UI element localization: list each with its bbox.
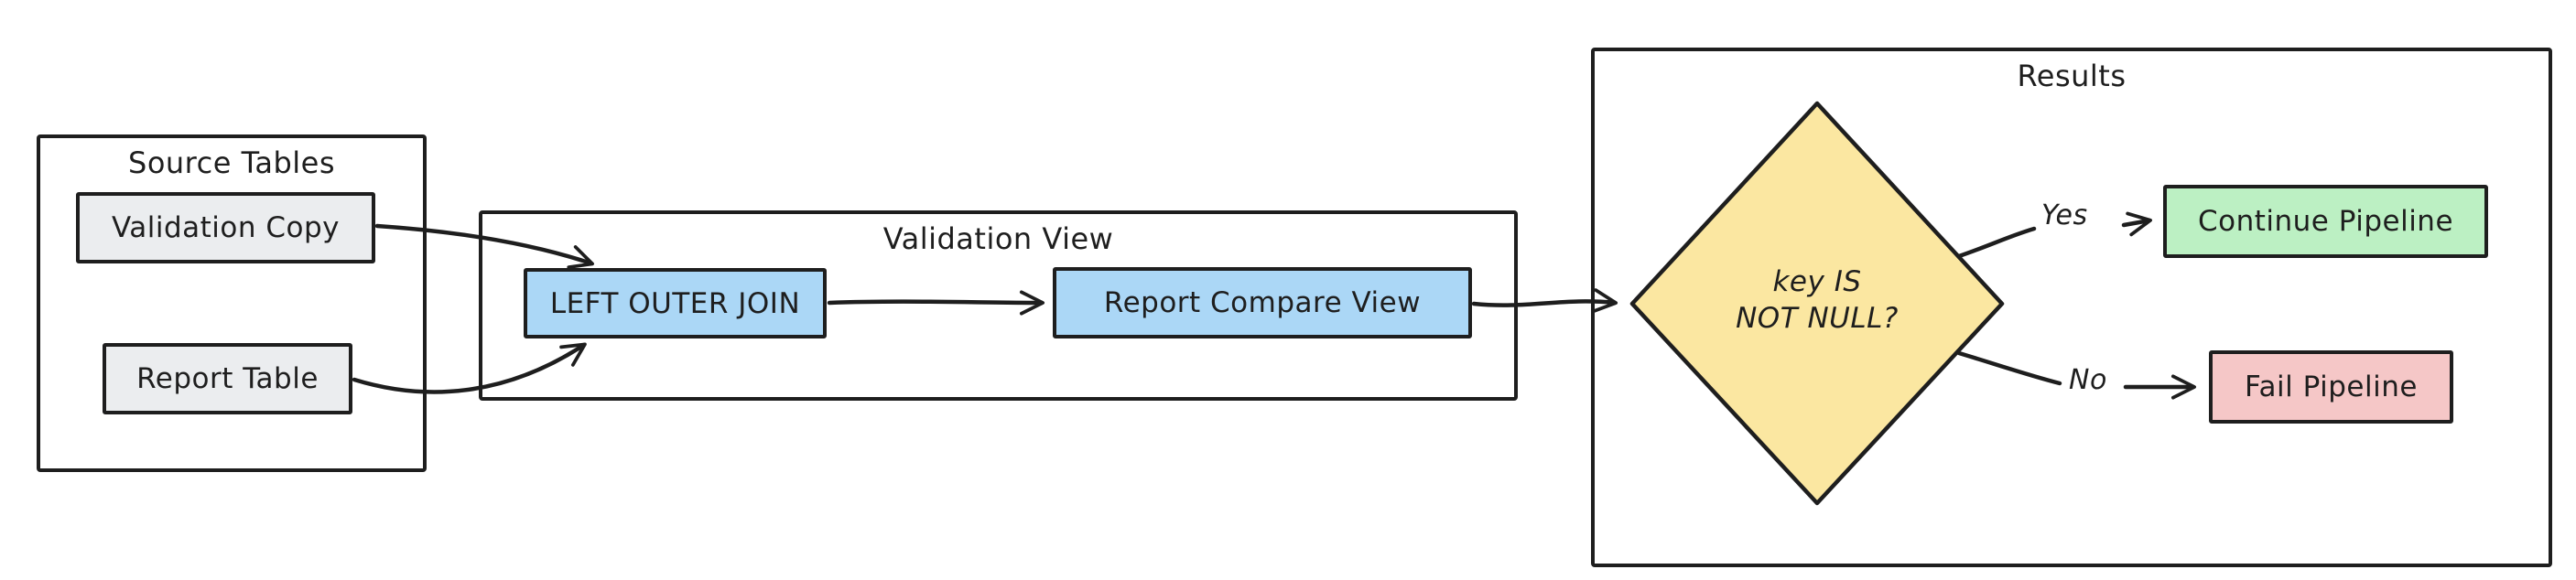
- continue-pipeline-label: Continue Pipeline: [2197, 205, 2454, 238]
- validation-view-group: Validation View: [479, 210, 1518, 401]
- results-title: Results: [2017, 59, 2127, 93]
- source-tables-group: Source Tables: [37, 134, 427, 472]
- left-outer-join-node: LEFT OUTER JOIN: [524, 268, 827, 338]
- decision-label: key IS NOT NULL?: [1680, 263, 1954, 338]
- no-edge-label: No: [2069, 364, 2107, 396]
- left-outer-join-label: LEFT OUTER JOIN: [549, 286, 801, 320]
- report-compare-view-label: Report Compare View: [1103, 286, 1422, 319]
- validation-copy-node: Validation Copy: [76, 192, 375, 263]
- report-table-node: Report Table: [103, 343, 352, 414]
- report-compare-view-node: Report Compare View: [1053, 267, 1472, 338]
- source-tables-title: Source Tables: [128, 145, 335, 180]
- yes-edge-label: Yes: [2041, 199, 2088, 231]
- decision-label-line2: NOT NULL?: [1736, 302, 1899, 336]
- decision-label-line1: key IS: [1772, 265, 1862, 298]
- validation-copy-label: Validation Copy: [111, 211, 341, 244]
- continue-pipeline-node: Continue Pipeline: [2163, 185, 2488, 258]
- fail-pipeline-node: Fail Pipeline: [2209, 350, 2453, 424]
- report-table-label: Report Table: [136, 362, 319, 395]
- validation-view-title: Validation View: [882, 221, 1114, 256]
- fail-pipeline-label: Fail Pipeline: [2245, 371, 2418, 403]
